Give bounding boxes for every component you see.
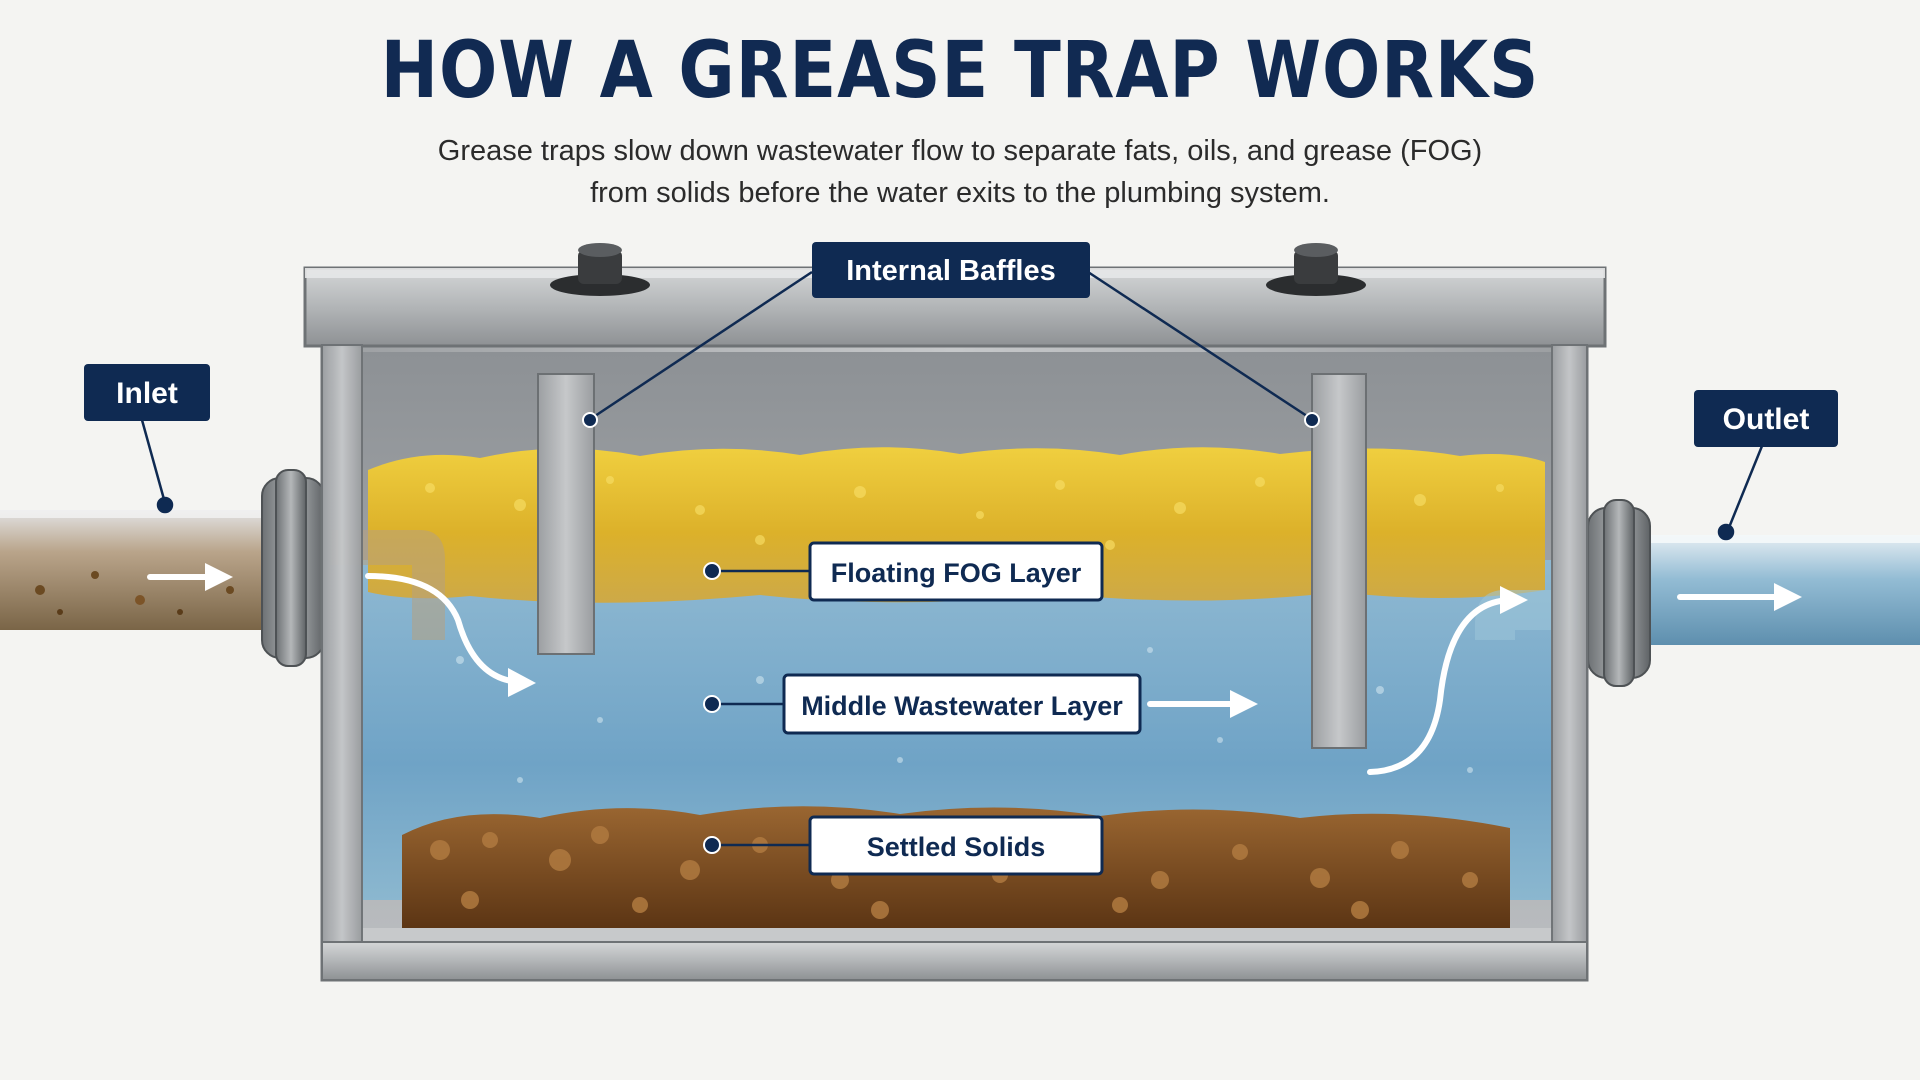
flow-arrow-icon — [205, 563, 233, 591]
label-settled-solids-text: Settled Solids — [867, 832, 1046, 862]
outlet-leader-line — [1726, 445, 1764, 531]
inlet-flange-icon — [261, 469, 325, 667]
flow-arrow-icon — [1500, 586, 1528, 614]
baffle-leader-left — [591, 270, 813, 420]
flow-arrow-icon — [1230, 690, 1258, 718]
label-internal-baffles-text: Internal Baffles — [846, 255, 1056, 287]
flow-arrow-icon — [1367, 597, 1513, 775]
page-title: HOW A GREASE TRAP WORKS — [380, 26, 1540, 116]
label-inlet: Inlet — [84, 364, 210, 421]
flow-arrow-icon — [1774, 583, 1802, 611]
baffle-leader-right — [1087, 270, 1311, 420]
label-internal-baffles: Internal Baffles — [812, 242, 1090, 298]
page-subtitle: Grease traps slow down wastewater flow t… — [437, 135, 1483, 209]
fog-layer — [368, 447, 1545, 603]
flow-arrow-icon — [508, 668, 536, 697]
flow-arrow-icon — [365, 573, 523, 685]
inlet-leader-line — [140, 419, 167, 504]
lid-knob-icon — [1266, 243, 1366, 296]
label-outlet: Outlet — [1694, 390, 1838, 447]
lid-knob-icon — [550, 243, 650, 296]
label-wastewater-layer: Middle Wastewater Layer — [782, 673, 1142, 735]
flow-arrows — [147, 573, 1783, 775]
label-fog-layer-text: Floating FOG Layer — [831, 558, 1082, 588]
header: HOW A GREASE TRAP WORKS Grease traps slo… — [0, 0, 1920, 214]
outlet-flange-icon — [1587, 499, 1651, 687]
baffle-right — [1311, 373, 1367, 749]
label-fog-layer: Floating FOG Layer — [808, 541, 1104, 602]
label-outlet-text: Outlet — [1723, 403, 1810, 436]
label-settled-solids: Settled Solids — [808, 815, 1104, 876]
label-wastewater-layer-text: Middle Wastewater Layer — [801, 691, 1123, 721]
label-inlet-text: Inlet — [116, 377, 178, 410]
